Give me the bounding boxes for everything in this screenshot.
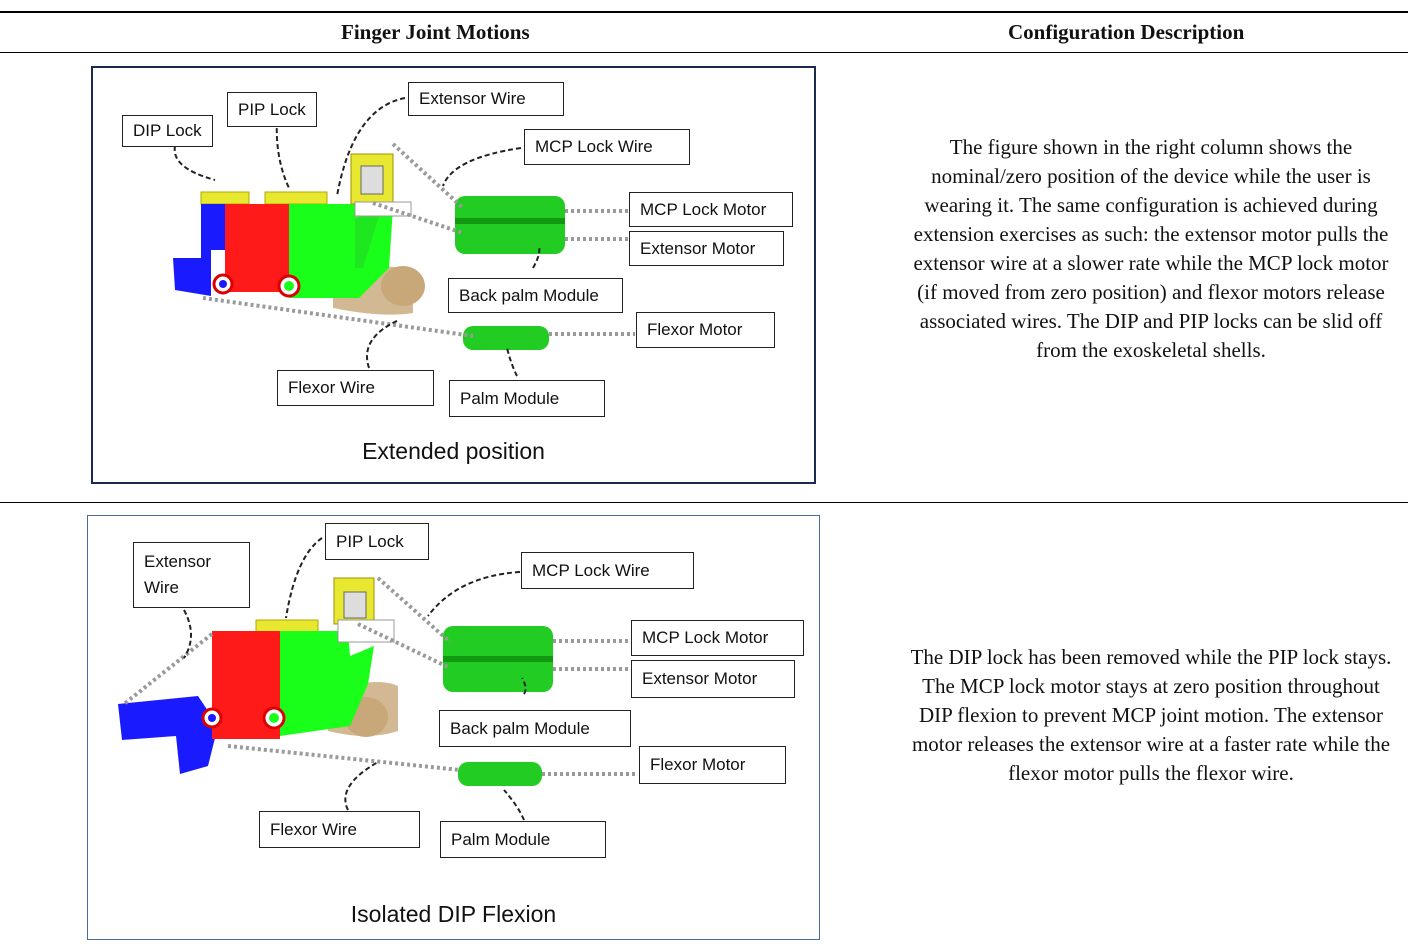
- label-mcp-lock-wire: MCP Lock Wire: [521, 552, 694, 589]
- label-palm-module: Palm Module: [440, 821, 606, 858]
- label-mcp-lock-wire: MCP Lock Wire: [524, 129, 690, 165]
- description-isolated-dip: The DIP lock has been removed while the …: [910, 645, 1392, 785]
- figure-isolated-dip-flexion: Extensor Wire PIP Lock MCP Lock Wire MCP…: [87, 515, 820, 940]
- label-extensor-wire: Extensor Wire: [408, 82, 564, 116]
- label-palm-module: Palm Module: [449, 380, 605, 417]
- table-top-rule: [0, 11, 1408, 13]
- column-header-description: Configuration Description: [1008, 20, 1245, 44]
- label-extensor-motor: Extensor Motor: [629, 231, 784, 266]
- row-rule: [0, 502, 1408, 503]
- figure-extended-position: DIP Lock PIP Lock Extensor Wire MCP Lock…: [91, 66, 816, 484]
- device-illustration: [118, 537, 638, 821]
- column-header-motions: Finger Joint Motions: [341, 20, 530, 44]
- device-illustration: [173, 97, 635, 377]
- label-back-palm-module: Back palm Module: [439, 710, 631, 747]
- header-rule: [0, 52, 1408, 53]
- label-pip-lock: PIP Lock: [227, 92, 317, 127]
- label-flexor-motor: Flexor Motor: [639, 746, 786, 784]
- label-flexor-wire: Flexor Wire: [259, 811, 420, 848]
- label-flexor-wire: Flexor Wire: [277, 370, 434, 406]
- figure-caption: Isolated DIP Flexion: [350, 901, 557, 927]
- label-extensor-motor: Extensor Motor: [631, 660, 795, 698]
- label-pip-lock: PIP Lock: [325, 523, 429, 560]
- label-flexor-motor: Flexor Motor: [636, 312, 775, 348]
- label-mcp-lock-motor: MCP Lock Motor: [629, 192, 793, 227]
- label-dip-lock: DIP Lock: [122, 115, 213, 147]
- figure-caption: Extended position: [362, 438, 545, 464]
- description-extended: The figure shown in the right column sho…: [913, 135, 1389, 362]
- label-mcp-lock-motor: MCP Lock Motor: [631, 620, 804, 656]
- label-back-palm-module: Back palm Module: [448, 278, 623, 313]
- label-extensor-wire: Extensor Wire: [133, 542, 250, 608]
